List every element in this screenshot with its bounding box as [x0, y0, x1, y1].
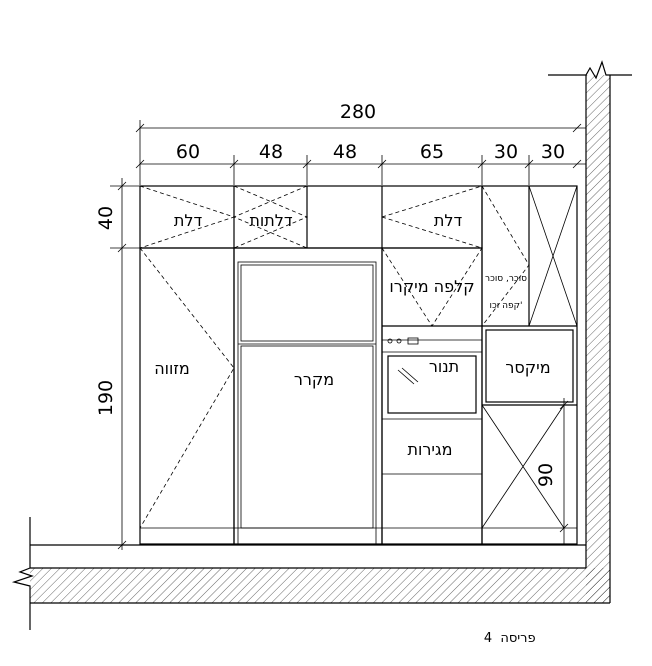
dim-width-2: 48 [259, 141, 283, 163]
dimension-heights [110, 178, 140, 550]
label-doors-mid: דלתות [249, 211, 292, 230]
caption-text: פריסה [500, 631, 535, 646]
label-small-note-1: סוכר, סוכר [485, 274, 527, 284]
dimension-total [135, 120, 586, 185]
dim-width-4: 65 [420, 141, 444, 163]
label-fridge: מקרר [294, 370, 334, 389]
dim-width-3: 48 [333, 141, 357, 163]
label-microwave-shelf: קלפה מיקרו [389, 277, 474, 296]
dim-total-label: 280 [340, 101, 376, 123]
label-door-left: דלת [174, 211, 203, 230]
fridge [233, 247, 383, 545]
caption-number: 4 [484, 631, 492, 646]
label-small-note-2: קפה וכו' [490, 301, 523, 311]
label-drawers: מגירות [408, 440, 453, 459]
dim-width-1: 60 [176, 141, 200, 163]
dim-height-upper: 40 [95, 206, 117, 230]
dimension-widths [135, 155, 586, 185]
dim-height-lower: 190 [95, 380, 117, 416]
pantry-cabinet [139, 247, 235, 545]
label-mixer: מיקסר [505, 358, 550, 377]
wall-floor [11, 517, 610, 630]
wall-right [548, 60, 632, 603]
right-column-cabinets [481, 185, 578, 545]
label-oven: תנור [429, 357, 459, 376]
dim-height-bottom: 90 [535, 463, 557, 487]
dim-width-6: 30 [541, 141, 565, 163]
label-pantry: מזווה [154, 359, 190, 378]
dim-width-5: 30 [494, 141, 518, 163]
label-door-right: דלת [434, 211, 463, 230]
